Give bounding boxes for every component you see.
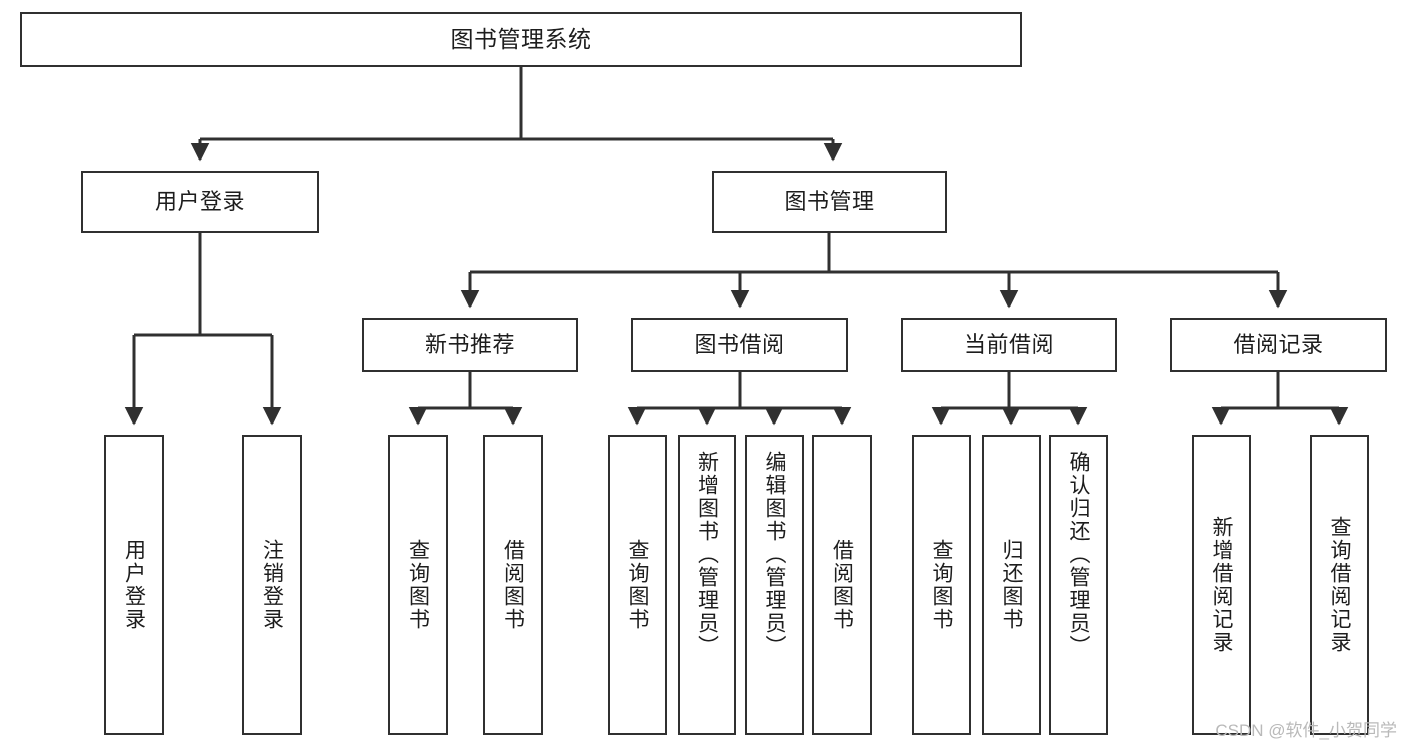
node-leaf-query-book-current[interactable]: 查询图书	[912, 435, 971, 735]
node-book-manage[interactable]: 图书管理	[712, 171, 947, 233]
node-label: 查询图书	[406, 539, 430, 631]
node-label: 查询图书	[930, 539, 953, 631]
node-label: 查询借阅记录	[1328, 516, 1351, 654]
node-leaf-query-borrow-record[interactable]: 查询借阅记录	[1310, 435, 1369, 735]
node-label: 注销登录	[260, 539, 284, 631]
node-label: 图书管理系统	[450, 26, 592, 53]
node-leaf-borrow-book-rec[interactable]: 借阅图书	[483, 435, 543, 735]
node-label: 借阅图书	[501, 539, 525, 631]
node-leaf-return-book[interactable]: 归还图书	[982, 435, 1041, 735]
node-leaf-add-book[interactable]: 新增图书（管理员）	[678, 435, 736, 735]
node-label: 归还图书	[1000, 539, 1023, 631]
node-leaf-edit-book[interactable]: 编辑图书（管理员）	[745, 435, 804, 735]
node-leaf-borrow-book[interactable]: 借阅图书	[812, 435, 872, 735]
node-label: 确认归还（管理员）	[1067, 451, 1090, 658]
node-borrow-record[interactable]: 借阅记录	[1170, 318, 1387, 372]
watermark: CSDN @软件_小贺同学	[1215, 721, 1397, 740]
node-book-borrow[interactable]: 图书借阅	[631, 318, 848, 372]
node-leaf-add-borrow-record[interactable]: 新增借阅记录	[1192, 435, 1251, 735]
node-label: 编辑图书（管理员）	[763, 451, 786, 658]
node-user-login[interactable]: 用户登录	[81, 171, 319, 233]
node-label: 当前借阅	[963, 331, 1054, 357]
node-label: 新增借阅记录	[1210, 516, 1233, 654]
node-leaf-logout[interactable]: 注销登录	[242, 435, 302, 735]
node-label: 图书管理	[784, 188, 875, 214]
node-leaf-query-book-borrow[interactable]: 查询图书	[608, 435, 667, 735]
node-label: 借阅图书	[830, 539, 854, 631]
node-new-book-recommend[interactable]: 新书推荐	[362, 318, 578, 372]
node-label: 借阅记录	[1233, 331, 1324, 357]
node-label: 用户登录	[122, 539, 146, 631]
node-label: 新书推荐	[424, 331, 515, 357]
node-current-borrow[interactable]: 当前借阅	[901, 318, 1117, 372]
node-leaf-user-login[interactable]: 用户登录	[104, 435, 164, 735]
node-leaf-query-book-rec[interactable]: 查询图书	[388, 435, 448, 735]
node-label: 用户登录	[154, 188, 245, 214]
node-label: 查询图书	[626, 539, 649, 631]
node-label: 新增图书（管理员）	[695, 451, 719, 658]
node-label: 图书借阅	[694, 331, 785, 357]
node-root-system[interactable]: 图书管理系统	[20, 12, 1022, 67]
node-leaf-confirm-return[interactable]: 确认归还（管理员）	[1049, 435, 1108, 735]
